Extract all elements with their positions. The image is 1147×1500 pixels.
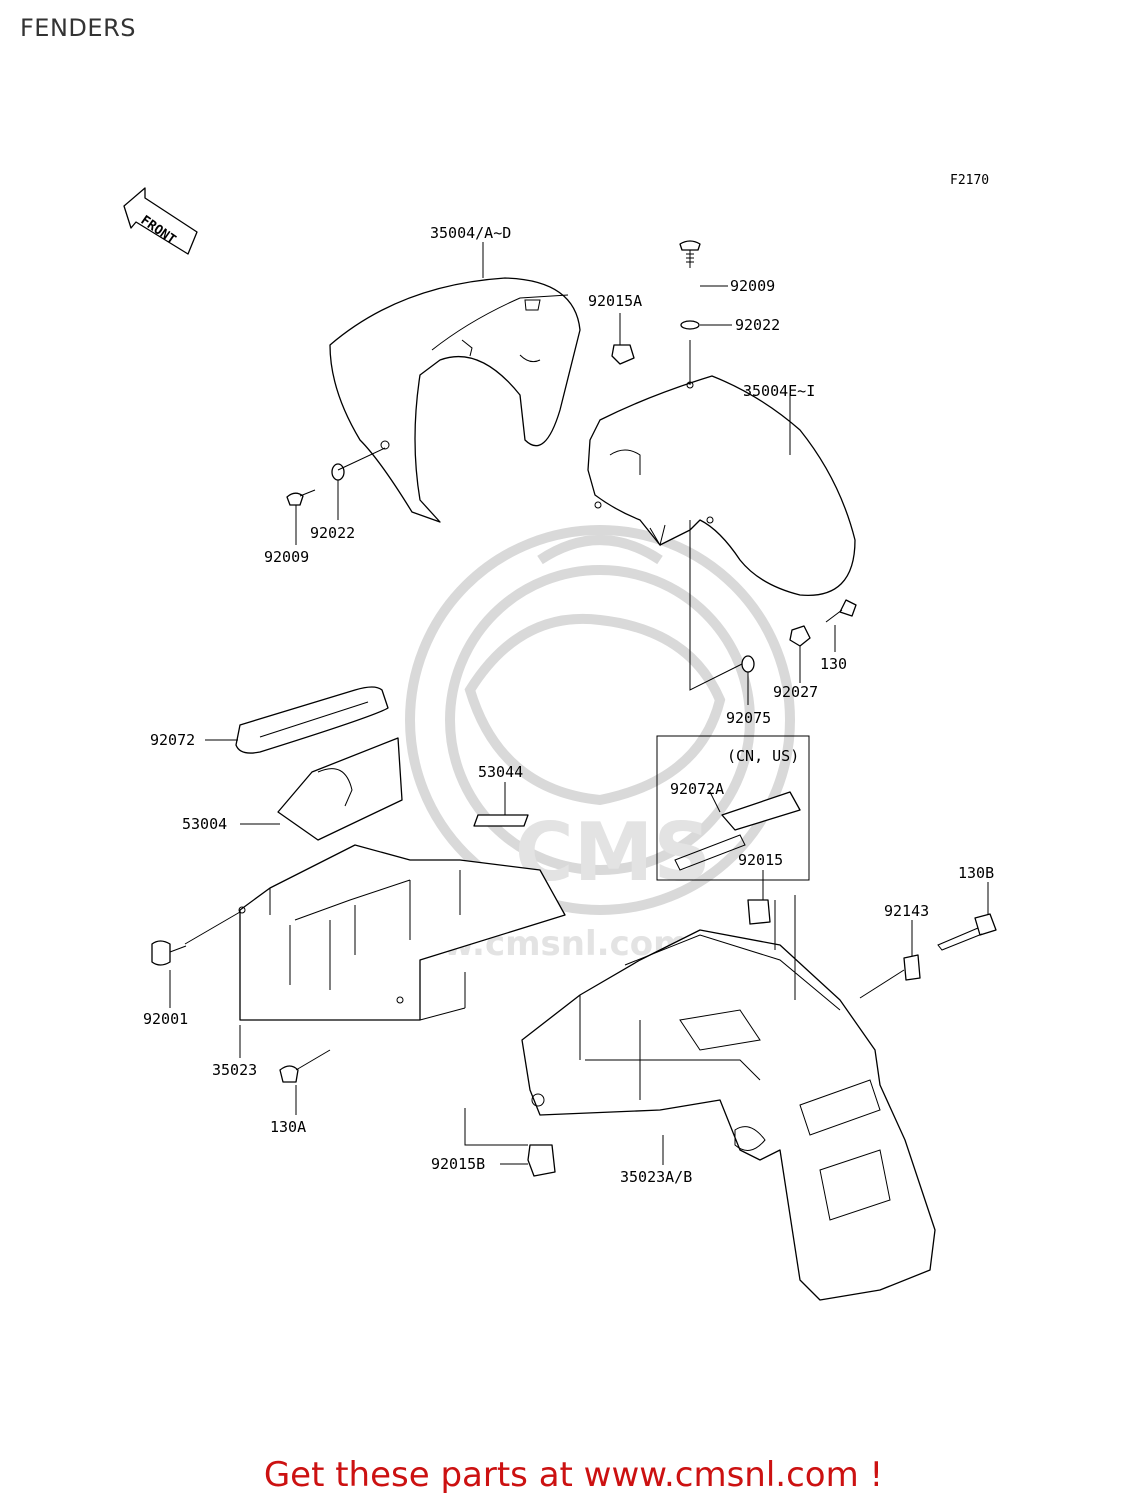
page-title: FENDERS: [20, 14, 136, 42]
label-92015A: 92015A: [588, 292, 642, 310]
grommet-92015: [747, 899, 771, 925]
cn-us-variant-box: [656, 735, 810, 881]
label-92015B: 92015B: [431, 1155, 485, 1173]
label-35004-a-d: 35004/A~D: [430, 224, 511, 242]
label-35023A-B: 35023A/B: [620, 1168, 692, 1186]
label-92027: 92027: [773, 683, 818, 701]
label-92022-left: 92022: [310, 524, 355, 542]
washer-92022-top: [680, 320, 700, 330]
label-130A: 130A: [270, 1118, 306, 1136]
label-130B: 130B: [958, 864, 994, 882]
label-35023: 35023: [212, 1061, 257, 1079]
cover-53004: [277, 737, 403, 841]
bolt-130: [825, 599, 857, 623]
clip-92015A: [611, 344, 635, 365]
label-92001: 92001: [143, 1010, 188, 1028]
front-arrow-icon: FRONT: [123, 187, 198, 255]
label-92009-top: 92009: [730, 277, 775, 295]
screw-92009-left: [286, 489, 316, 506]
tray-35023: [238, 844, 566, 1021]
bolt-130B: [937, 913, 997, 951]
front-fender-e-i: [587, 375, 856, 597]
figure-code: F2170: [950, 173, 989, 188]
screw-92009-top: [679, 240, 701, 268]
strap-92072A: [721, 791, 801, 831]
nut-92027: [789, 625, 811, 647]
washer-92075: [741, 655, 755, 673]
pad-53044: [473, 814, 529, 827]
label-92022-top: 92022: [735, 316, 780, 334]
label-92072: 92072: [150, 731, 195, 749]
label-cn-us: (CN, US): [727, 747, 799, 765]
bolt-92001: [151, 940, 187, 966]
washer-92022-left: [331, 463, 345, 481]
promo-link[interactable]: Get these parts at www.cmsnl.com !: [263, 1455, 884, 1495]
label-53004: 53004: [182, 815, 227, 833]
rear-fender-35023AB: [521, 929, 936, 1301]
label-92009-left: 92009: [264, 548, 309, 566]
label-35004-e-i: 35004E~I: [743, 382, 815, 400]
label-92072A: 92072A: [670, 780, 724, 798]
label-53044: 53044: [478, 763, 523, 781]
label-92143: 92143: [884, 902, 929, 920]
front-fender-a-d: [329, 277, 581, 523]
leader-lines: [169, 242, 989, 1165]
parts-diagram: CMS www.cmsnl.com F2170 FRONT: [123, 173, 997, 1301]
label-92015: 92015: [738, 851, 783, 869]
clip-92015B: [527, 1144, 556, 1177]
label-92075: 92075: [726, 709, 771, 727]
label-130: 130: [820, 655, 847, 673]
collar-92143: [903, 954, 921, 981]
bolt-130A: [279, 1049, 331, 1083]
